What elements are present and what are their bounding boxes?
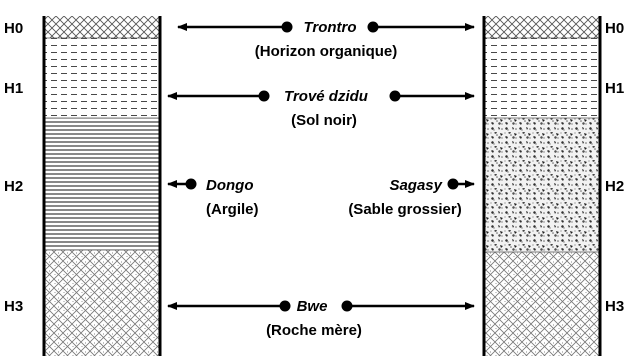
right-h3-layer bbox=[484, 252, 600, 356]
left-label-h1: H1 bbox=[4, 80, 23, 97]
h0-layer-name: Trontro bbox=[303, 19, 356, 36]
h3-layer-name: Bwe bbox=[297, 298, 328, 315]
h1-dot-right bbox=[389, 90, 401, 102]
h1-dot-left bbox=[258, 90, 270, 102]
left-label-h2: H2 bbox=[4, 178, 23, 195]
left-label-h0: H0 bbox=[4, 20, 23, 37]
h2-left-dot bbox=[185, 178, 197, 190]
h0-dot-right bbox=[367, 21, 379, 33]
h3-dot-right bbox=[341, 300, 353, 312]
left-h0-layer bbox=[44, 16, 160, 38]
right-label-h3: H3 bbox=[605, 298, 624, 315]
right-label-h2: H2 bbox=[605, 178, 624, 195]
h1-annotation: Trové dzidu (Sol noir) bbox=[167, 88, 475, 129]
h2-right-annotation: Sagasy (Sable grossier) bbox=[348, 177, 475, 218]
h0-annotation: Trontro (Horizon organique) bbox=[177, 19, 475, 60]
left-h1-layer bbox=[44, 38, 160, 118]
right-soil-column bbox=[482, 16, 602, 356]
h2-left-annotation: Dongo (Argile) bbox=[167, 177, 259, 218]
left-h3-layer bbox=[44, 250, 160, 356]
left-h2-layer bbox=[44, 118, 160, 250]
h2-left-layer-description: (Argile) bbox=[206, 201, 259, 218]
h2-left-layer-name: Dongo bbox=[206, 177, 253, 194]
right-h0-layer bbox=[484, 16, 600, 38]
h3-annotation: Bwe (Roche mère) bbox=[167, 298, 475, 339]
h1-layer-description: (Sol noir) bbox=[291, 112, 357, 129]
h3-dot-left bbox=[279, 300, 291, 312]
left-soil-column bbox=[42, 16, 162, 356]
h2-right-layer-name: Sagasy bbox=[389, 177, 442, 194]
right-label-h1: H1 bbox=[605, 80, 624, 97]
h1-layer-name: Trové dzidu bbox=[284, 88, 368, 105]
right-h2-layer bbox=[484, 118, 600, 252]
h2-right-dot bbox=[447, 178, 459, 190]
h3-layer-description: (Roche mère) bbox=[266, 322, 362, 339]
h0-dot-left bbox=[281, 21, 293, 33]
h2-right-layer-description: (Sable grossier) bbox=[348, 201, 461, 218]
left-label-h3: H3 bbox=[4, 298, 23, 315]
right-label-h0: H0 bbox=[605, 20, 624, 37]
h0-layer-description: (Horizon organique) bbox=[255, 43, 398, 60]
right-h1-layer bbox=[484, 38, 600, 118]
